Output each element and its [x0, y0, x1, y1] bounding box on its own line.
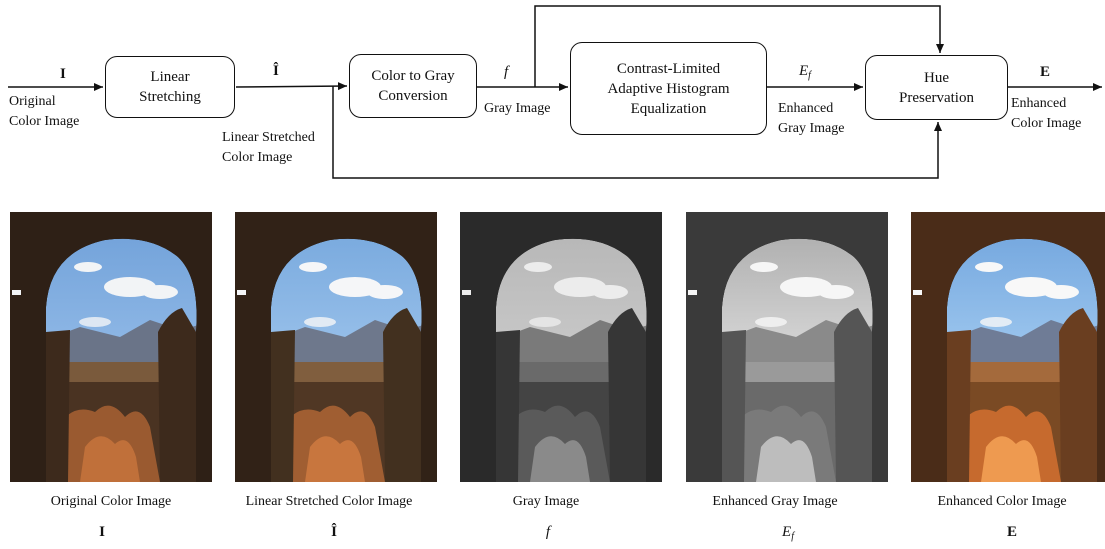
label-enhanced-color-image: Enhanced Color Image	[1011, 96, 1082, 131]
caption-enhanced-gray: Enhanced Gray Image	[712, 494, 838, 509]
cloud	[79, 317, 111, 327]
arrow-stretched-to-hue-bottom	[332, 86, 942, 179]
cloud	[755, 317, 787, 327]
cloud	[980, 317, 1012, 327]
image-enhanced-gray	[686, 212, 888, 482]
color-to-gray-box: Color to Gray Conversion	[349, 54, 477, 118]
rubble-lit	[530, 436, 590, 482]
cloud	[592, 285, 628, 299]
cloud	[529, 317, 561, 327]
image-enhanced-color	[911, 212, 1105, 482]
symbol-E-f: Ef	[799, 63, 811, 81]
symbol-I: I	[60, 66, 66, 82]
wall-marker	[237, 290, 246, 295]
clahe-box: Contrast-Limited Adaptive Histogram Equa…	[570, 42, 767, 135]
rubble-lit	[305, 436, 365, 482]
hue-preservation-box: Hue Preservation	[865, 55, 1008, 120]
rubble-lit	[981, 436, 1041, 482]
cloud	[299, 262, 327, 272]
caption-symbol-E-f: Ef	[782, 524, 794, 542]
arrow-stretching-to-gray	[235, 82, 348, 91]
label-linear-stretched-color-image: Linear Stretched Color Image	[222, 130, 315, 165]
wall-marker	[462, 290, 471, 295]
pipeline-diagram: Linear Stretching Color to Gray Conversi…	[0, 0, 1105, 190]
right-pillar	[834, 308, 872, 482]
caption-symbol-f: f	[545, 524, 551, 540]
arch-wall	[460, 212, 662, 482]
right-pillar	[608, 308, 646, 482]
label-enhanced-gray-image: Enhanced Gray Image	[778, 101, 845, 136]
wall-marker	[913, 290, 922, 295]
cloud	[1043, 285, 1079, 299]
rubble-lit	[80, 436, 140, 482]
cloud	[975, 262, 1003, 272]
arch-wall	[686, 212, 888, 482]
label-original-color-image: Original Color Image	[9, 94, 80, 129]
right-pillar	[158, 308, 196, 482]
label-gray-image: Gray Image	[484, 101, 551, 116]
right-pillar	[383, 308, 421, 482]
image-original	[10, 212, 212, 482]
left-pillar	[947, 330, 971, 482]
arch-wall	[10, 212, 212, 482]
symbol-I-hat: Î	[273, 63, 279, 79]
caption-linear-stretched: Linear Stretched Color Image	[245, 494, 413, 509]
arrow-gray-to-hue-top	[534, 5, 944, 87]
rubble-lit	[756, 436, 816, 482]
left-pillar	[46, 330, 70, 482]
image-linear-stretched	[235, 212, 437, 482]
cloud	[367, 285, 403, 299]
right-pillar	[1059, 308, 1097, 482]
caption-gray: Gray Image	[512, 494, 580, 509]
wall-marker	[12, 290, 21, 295]
left-pillar	[271, 330, 295, 482]
cloud	[304, 317, 336, 327]
cloud	[524, 262, 552, 272]
caption-enhanced-color: Enhanced Color Image	[937, 494, 1067, 509]
cloud	[750, 262, 778, 272]
image-gray	[460, 212, 662, 482]
symbol-E: E	[1040, 64, 1051, 80]
cloud	[74, 262, 102, 272]
arch-wall	[911, 212, 1105, 482]
arch-wall	[235, 212, 437, 482]
connector-lines	[8, 5, 1102, 179]
linear-stretching-box: Linear Stretching	[105, 56, 235, 118]
caption-symbol-I: I	[99, 524, 105, 540]
left-pillar	[496, 330, 520, 482]
symbol-f: f	[504, 64, 509, 80]
cloud	[818, 285, 854, 299]
wall-marker	[688, 290, 697, 295]
caption-symbol-I-hat: Î	[331, 524, 337, 540]
caption-symbol-E: E	[1006, 524, 1017, 540]
caption-original: Original Color Image	[50, 494, 172, 509]
cloud	[142, 285, 178, 299]
left-pillar	[722, 330, 746, 482]
